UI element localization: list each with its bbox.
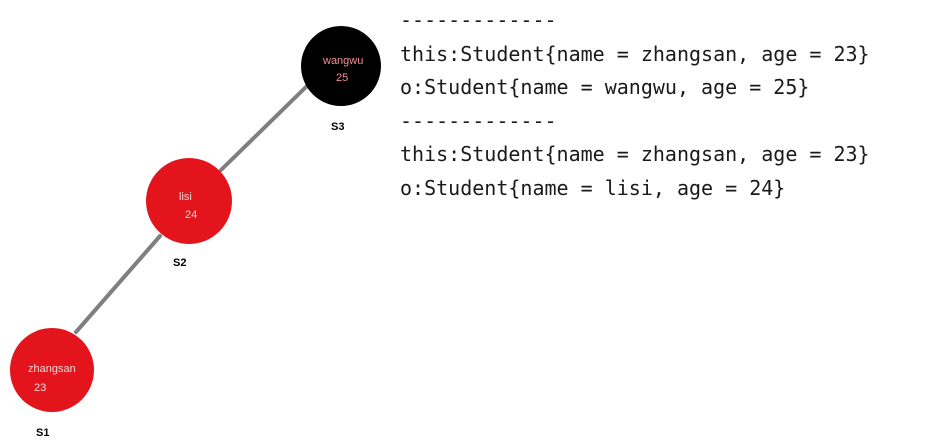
node-label-s3: S3 xyxy=(331,121,345,133)
node-age: 23 xyxy=(34,382,47,394)
console-line: this:Student{name = zhangsan, age = 23} xyxy=(400,41,870,66)
console-line: o:Student{name = wangwu, age = 25} xyxy=(400,75,810,100)
node-age: 24 xyxy=(185,209,198,221)
console-output: ------------- this:Student{name = zhangs… xyxy=(400,4,870,206)
console-line: o:Student{name = lisi, age = 24} xyxy=(400,175,786,200)
tree-node-s2: lisi 24 xyxy=(146,158,232,244)
node-name: zhangsan xyxy=(28,363,76,375)
console-line: this:Student{name = zhangsan, age = 23} xyxy=(400,142,870,167)
edge-s2-s1 xyxy=(74,234,162,334)
node-age: 25 xyxy=(336,72,349,84)
tree-node-s3: wangwu 25 xyxy=(301,26,381,106)
node-label-s1: S1 xyxy=(36,427,50,439)
node-label-s2: S2 xyxy=(173,257,187,269)
edge-s3-s2 xyxy=(219,83,310,172)
node-name: wangwu xyxy=(323,55,364,67)
tree-node-s1: zhangsan 23 xyxy=(10,328,94,412)
console-line: ------------- xyxy=(400,108,557,133)
console-line: ------------- xyxy=(400,8,557,32)
node-name: lisi xyxy=(179,191,192,203)
